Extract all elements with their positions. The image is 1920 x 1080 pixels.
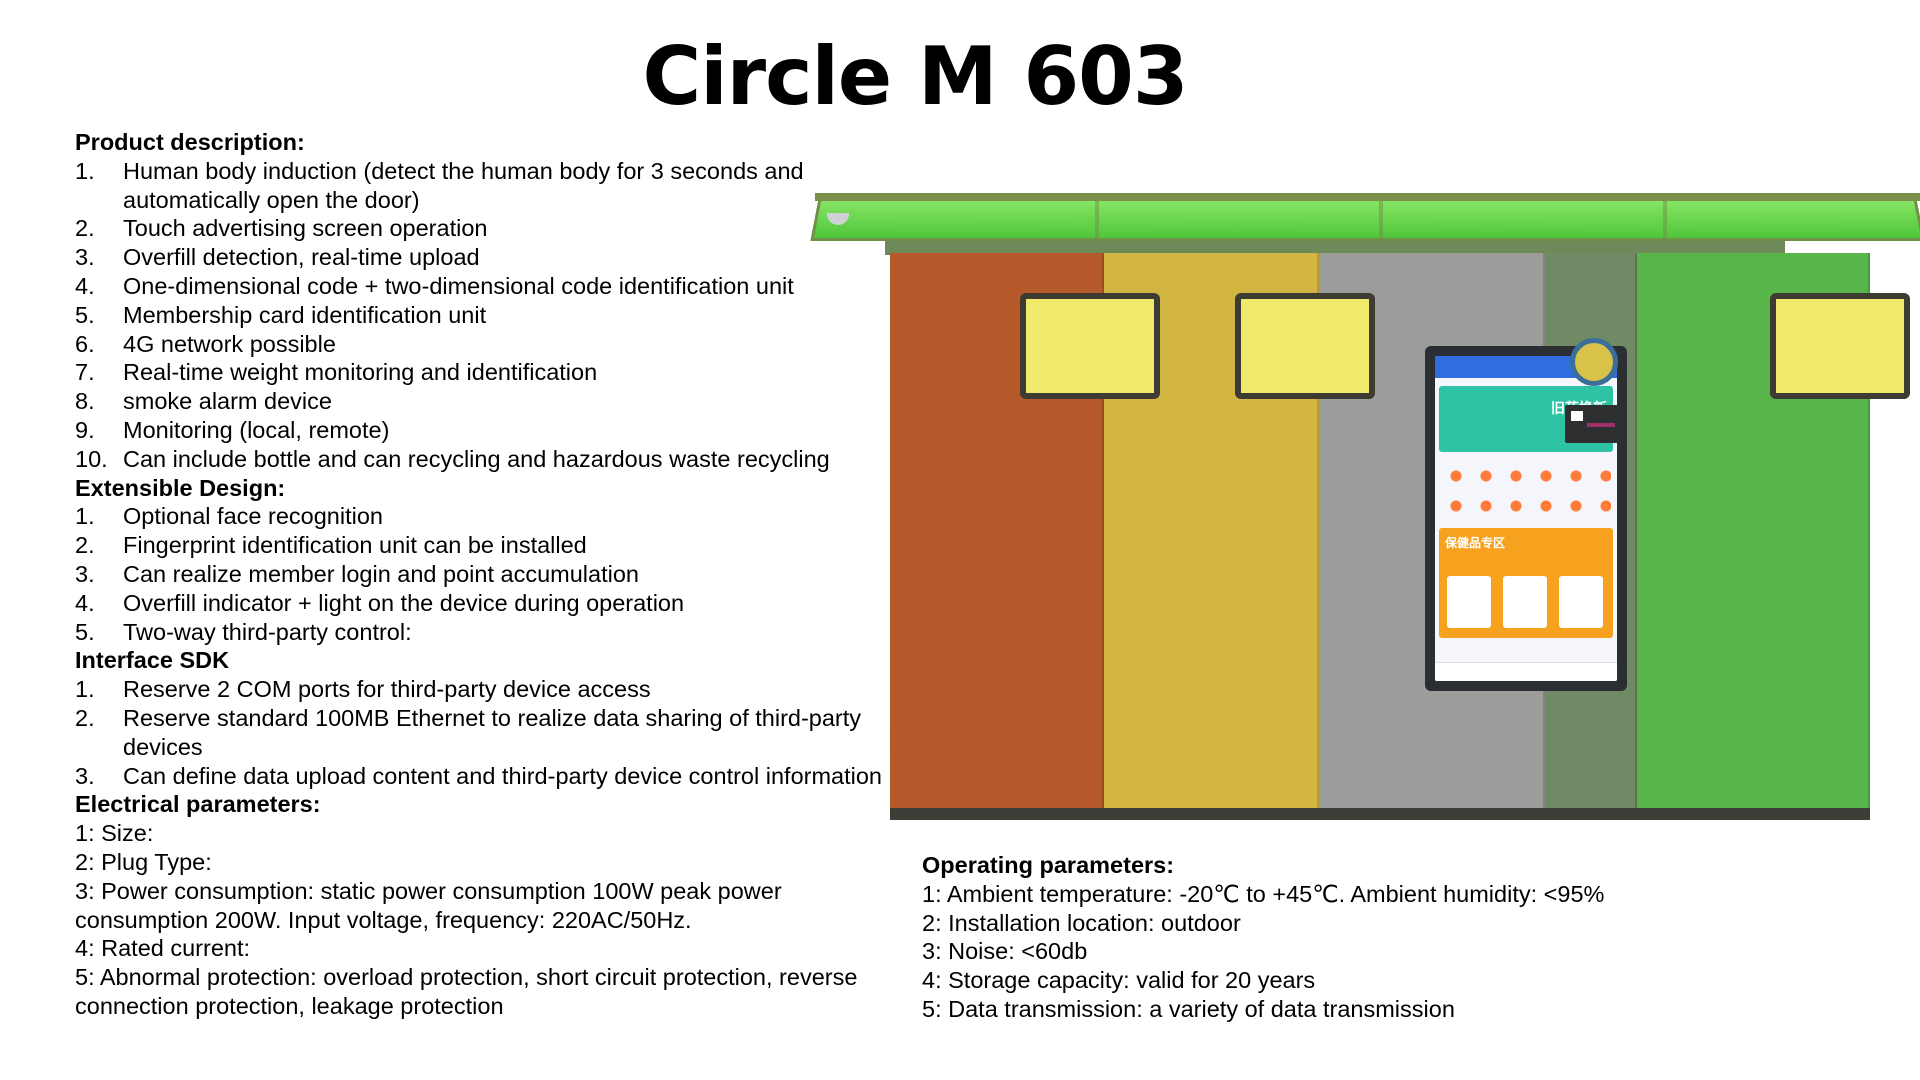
scanner-ring-icon bbox=[1570, 338, 1618, 386]
operating-param-line: 2: Installation location: outdoor bbox=[922, 909, 1241, 936]
operating-param-line: 3: Noise: <60db bbox=[922, 938, 1088, 965]
list-item: 2.Reserve standard 100MB Ethernet to rea… bbox=[75, 704, 862, 760]
list-item: 1.Optional face recognition bbox=[75, 503, 383, 530]
kiosk-base bbox=[890, 808, 1870, 820]
left-column: Product description: 1.Human body induct… bbox=[75, 128, 895, 1021]
list-item: 4.Overfill indicator + light on the devi… bbox=[75, 589, 685, 616]
roof-front-edge bbox=[815, 193, 1920, 201]
electrical-param-line: 2: Plug Type: bbox=[75, 848, 212, 875]
list-item: 3.Overfill detection, real-time upload bbox=[75, 244, 480, 271]
product-description-list: 1.Human body induction (detect the human… bbox=[75, 157, 895, 474]
list-item: 9.Monitoring (local, remote) bbox=[75, 416, 390, 443]
list-item: 2.Touch advertising screen operation bbox=[75, 215, 488, 242]
screen-nav-bar bbox=[1435, 662, 1617, 681]
product-description-heading: Product description: bbox=[75, 129, 305, 155]
roof-shadow bbox=[885, 241, 1785, 255]
list-item: 10.Can include bottle and can recycling … bbox=[75, 445, 830, 472]
electrical-param-line: 5: Abnormal protection: overload protect… bbox=[75, 964, 858, 1019]
operating-param-line: 5: Data transmission: a variety of data … bbox=[922, 995, 1455, 1022]
list-item: 3.Can realize member login and point acc… bbox=[75, 560, 639, 587]
interface-sdk-list: 1.Reserve 2 COM ports for third-party de… bbox=[75, 675, 895, 790]
promo-card bbox=[1503, 576, 1547, 628]
drop-window bbox=[1020, 293, 1160, 399]
list-item: 6.4G network possible bbox=[75, 330, 336, 357]
promo-card bbox=[1559, 576, 1603, 628]
list-item: 4.One-dimensional code + two-dimensional… bbox=[75, 272, 794, 299]
list-item: 1.Human body induction (detect the human… bbox=[75, 157, 804, 213]
screen-icon-grid bbox=[1441, 461, 1611, 521]
kiosk-body: 旧药换新 保健品专区 bbox=[890, 253, 1910, 808]
list-item: 5.Two-way third-party control: bbox=[75, 618, 412, 645]
touch-screen: 旧药换新 保健品专区 bbox=[1425, 346, 1627, 691]
page-title: Circle M 603 bbox=[642, 30, 1189, 123]
recycling-kiosk-illustration: 旧药换新 保健品专区 bbox=[795, 185, 1920, 865]
operating-param-line: 4: Storage capacity: valid for 20 years bbox=[922, 967, 1316, 994]
drop-window bbox=[1770, 293, 1910, 399]
operating-param-line: 1: Ambient temperature: -20℃ to +45℃. Am… bbox=[922, 880, 1605, 907]
promo-card bbox=[1447, 576, 1491, 628]
card-reader bbox=[1565, 405, 1621, 443]
list-item: 5.Membership card identification unit bbox=[75, 301, 487, 328]
right-column: Operating parameters: 1: Ambient tempera… bbox=[922, 851, 1742, 1024]
camera-icon bbox=[827, 213, 849, 225]
electrical-param-line: 3: Power consumption: static power consu… bbox=[75, 877, 782, 933]
screen-promo: 保健品专区 bbox=[1439, 528, 1613, 638]
electrical-param-line: 1: Size: bbox=[75, 820, 154, 847]
drop-window bbox=[1235, 293, 1375, 399]
list-item: 8.smoke alarm device bbox=[75, 388, 332, 415]
operating-parameters-heading: Operating parameters: bbox=[922, 852, 1175, 878]
roof-ribs bbox=[815, 201, 1920, 241]
interface-sdk-heading: Interface SDK bbox=[75, 647, 230, 674]
list-item: 2.Fingerprint identification unit can be… bbox=[75, 532, 587, 559]
list-item: 1.Reserve 2 COM ports for third-party de… bbox=[75, 676, 651, 703]
electrical-parameters-heading: Electrical parameters: bbox=[75, 791, 321, 818]
list-item: 7.Real-time weight monitoring and identi… bbox=[75, 359, 598, 386]
extensible-design-list: 1.Optional face recognition 2.Fingerprin… bbox=[75, 502, 895, 646]
list-item: 3.Can define data upload content and thi… bbox=[75, 762, 882, 789]
extensible-design-heading: Extensible Design: bbox=[75, 474, 286, 501]
electrical-param-line: 4: Rated current: bbox=[75, 935, 251, 962]
